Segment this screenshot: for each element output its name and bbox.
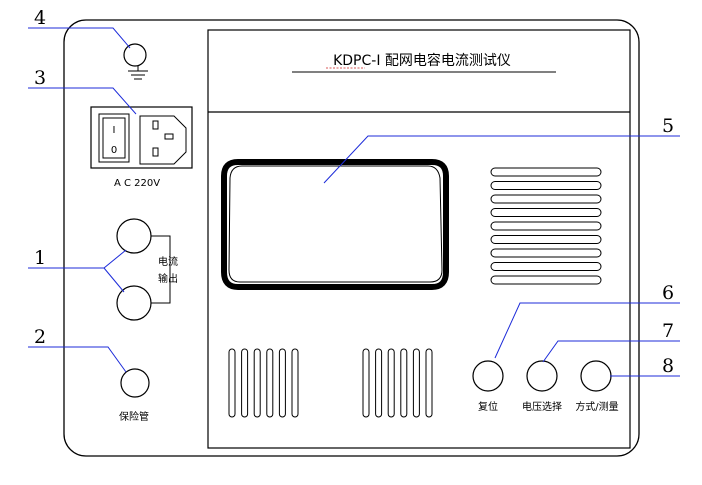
vent-group-left	[228, 348, 299, 418]
current-output-terminal-2[interactable]	[116, 285, 152, 321]
callout-5: 5	[662, 115, 674, 137]
power-switch[interactable]	[98, 113, 130, 163]
leader-3	[28, 87, 137, 115]
vent-slot	[228, 348, 236, 418]
vent-slot	[412, 348, 420, 418]
speaker-grille	[490, 167, 602, 285]
grille-slot	[490, 167, 602, 177]
vent-slot	[291, 348, 299, 418]
vent-slot	[241, 348, 249, 418]
leader-7	[542, 340, 680, 363]
leader-6	[494, 302, 680, 359]
vent-slot	[253, 348, 261, 418]
mode-measure-button[interactable]	[580, 360, 612, 392]
lcd-display-screen	[228, 165, 443, 283]
grille-slot	[490, 194, 602, 204]
fuse-label: 保险管	[119, 410, 149, 423]
current-output-label-1: 电流	[158, 255, 178, 268]
voltage-select-button-label: 电压选择	[522, 400, 562, 413]
vent-slot	[400, 348, 408, 418]
vent-slot	[266, 348, 274, 418]
leader-2	[28, 346, 127, 373]
grille-slot	[490, 221, 602, 231]
grille-slot	[490, 262, 602, 271]
vent-slot	[362, 348, 370, 418]
current-output-label-2: 输出	[158, 272, 178, 285]
grille-slot	[490, 235, 602, 244]
callout-8: 8	[662, 355, 674, 377]
outer-case	[63, 19, 640, 457]
callout-2: 2	[34, 326, 46, 348]
callout-leaders	[28, 27, 680, 377]
current-output-terminal-1[interactable]	[116, 218, 152, 254]
voltage-select-button[interactable]	[526, 360, 558, 392]
fuse-holder[interactable]	[120, 368, 150, 398]
vent-slot	[425, 348, 433, 418]
switch-on-label: I	[113, 125, 116, 136]
mode-measure-button-label: 方式/测量	[575, 400, 618, 413]
vent-slot	[375, 348, 383, 418]
vent-slot	[278, 348, 286, 418]
leader-5	[323, 135, 680, 184]
lcd-display-bezel	[221, 159, 449, 290]
vent-slot	[387, 348, 395, 418]
callout-1: 1	[34, 247, 46, 269]
power-module	[90, 106, 193, 169]
front-panel	[207, 29, 631, 449]
callout-6: 6	[662, 282, 674, 304]
ac-socket-icon[interactable]	[139, 115, 187, 165]
grille-slot	[490, 248, 602, 258]
callout-4: 4	[34, 7, 46, 29]
power-label: A C 220V	[114, 178, 160, 189]
leader-4	[28, 27, 131, 49]
current-output-bracket	[151, 235, 171, 304]
callout-7: 7	[662, 320, 674, 342]
ground-terminal-icon[interactable]	[123, 43, 147, 67]
leader-1b	[103, 267, 125, 293]
reset-button[interactable]	[472, 360, 504, 392]
device-title: KDPC-I 配网电容电流测试仪	[333, 52, 511, 69]
vent-group-right	[362, 348, 433, 418]
grille-slot	[490, 275, 602, 285]
grille-slot	[490, 208, 602, 217]
switch-off-label: 0	[111, 145, 117, 156]
grille-slot	[490, 181, 602, 190]
reset-button-label: 复位	[478, 400, 498, 413]
callout-3: 3	[34, 67, 46, 89]
